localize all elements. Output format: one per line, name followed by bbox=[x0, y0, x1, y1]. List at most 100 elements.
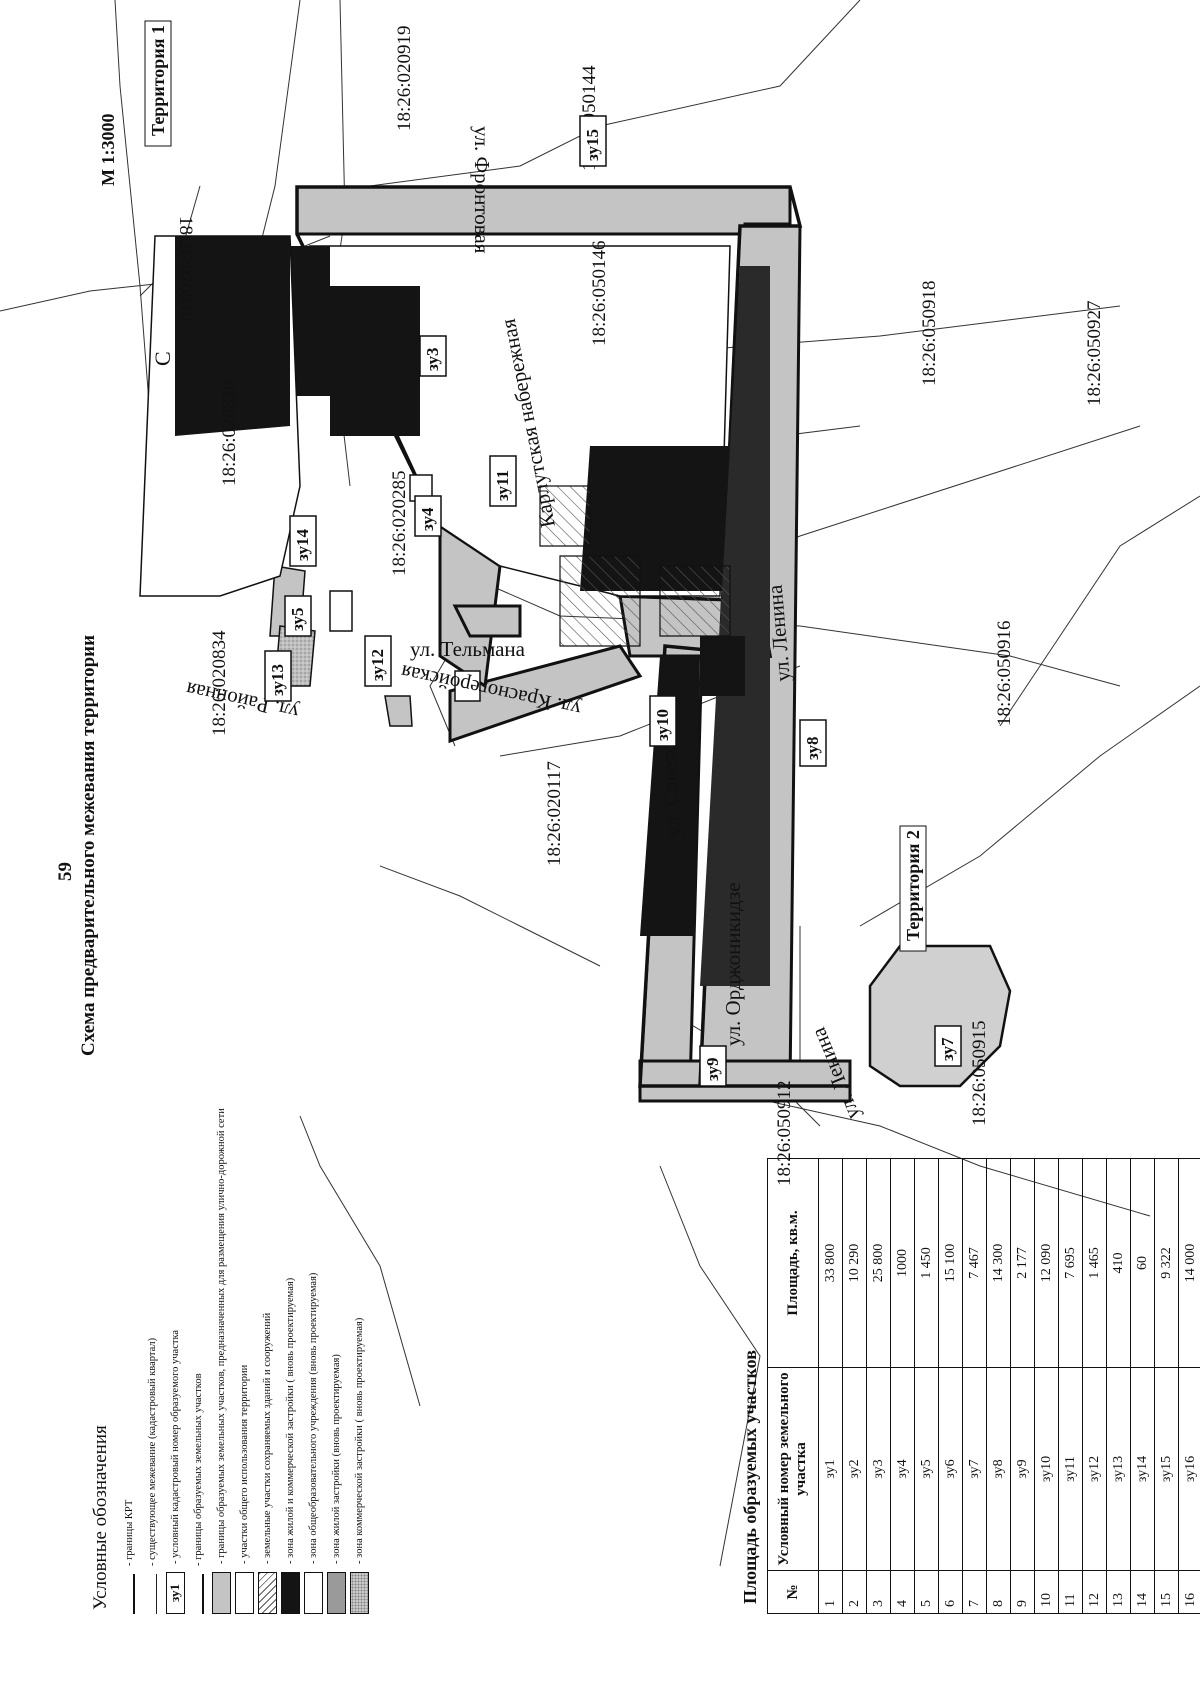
legend-title: Условные обозначения bbox=[90, 1425, 111, 1610]
table-cell: 7 bbox=[962, 1570, 987, 1614]
table-cell: 3 bbox=[866, 1570, 891, 1614]
table-header-cell: Условный номер земельного участка bbox=[767, 1367, 819, 1571]
plot-labels: зу3 зу4 зу5 зу7 зу8 зу9 зу10 зу11 зу12 з… bbox=[264, 115, 962, 1087]
table-cell: зу16 bbox=[1178, 1367, 1200, 1571]
zu7-label: зу7 bbox=[938, 1037, 957, 1061]
table-cell: зу6 bbox=[938, 1367, 963, 1571]
table-cell: 10 290 bbox=[842, 1158, 867, 1368]
table-cell: 33 800 bbox=[818, 1158, 843, 1368]
legend-swatch bbox=[148, 1574, 157, 1614]
legend-text: - земельные участки сохраняемых зданий и… bbox=[262, 1312, 273, 1564]
legend-text: - участки общего использования территори… bbox=[239, 1364, 250, 1564]
zu9-label: зу9 bbox=[703, 1058, 722, 1081]
zu11-label: зу11 bbox=[493, 470, 512, 501]
cad-050146: 18:26:050146 bbox=[589, 240, 610, 346]
table-cell: 5 bbox=[914, 1570, 939, 1614]
cad-020910: 18:26:020910 bbox=[175, 216, 196, 322]
legend-item: - участки общего использования территори… bbox=[233, 1054, 256, 1614]
table-header-cell: Площадь, кв.м. bbox=[767, 1158, 819, 1368]
cad-020919: 18:26:020919 bbox=[394, 25, 415, 131]
legend-text: - зона жилой застройки (вновь проектируе… bbox=[331, 1354, 342, 1564]
table-cell: 9 bbox=[1010, 1570, 1035, 1614]
legend-item: - земельные участки сохраняемых зданий и… bbox=[256, 1054, 279, 1614]
legend-swatch bbox=[350, 1572, 369, 1614]
zu8-label: зу8 bbox=[803, 737, 822, 760]
legend-swatch bbox=[124, 1574, 135, 1614]
legend-item: - границы КРТ bbox=[118, 1054, 141, 1614]
street-ordzhonikidze: ул. Орджоникидзе bbox=[721, 882, 745, 1046]
legend-text: - зона общеобразовательного учреждения (… bbox=[308, 1272, 319, 1564]
table-cell: 2 bbox=[842, 1570, 867, 1614]
page-number: 59 bbox=[55, 862, 76, 881]
zu14-label: зу14 bbox=[293, 529, 312, 561]
table-cell: 16 bbox=[1178, 1570, 1200, 1614]
table-header-cell: № bbox=[767, 1570, 819, 1614]
table-cell: зу9 bbox=[1010, 1367, 1035, 1571]
table-cell: 25 800 bbox=[866, 1158, 891, 1368]
cad-050912: 18:26:050912 bbox=[774, 1080, 795, 1186]
zu3-label: зу3 bbox=[423, 348, 442, 371]
table-cell: 13 bbox=[1106, 1570, 1131, 1614]
zu5-label: зу5 bbox=[288, 608, 307, 631]
legend-text: - границы образуемых земельных участков,… bbox=[216, 1108, 227, 1564]
territory-1: Территория 1 bbox=[148, 25, 168, 136]
legend-swatch bbox=[327, 1572, 346, 1614]
table-cell: зу14 bbox=[1130, 1367, 1155, 1571]
table-cell: зу7 bbox=[962, 1367, 987, 1571]
table-cell: 7 467 bbox=[962, 1158, 987, 1368]
scale-label: М 1:3000 bbox=[98, 113, 118, 186]
table-cell: 60 bbox=[1130, 1158, 1155, 1368]
cad-050918: 18:26:050918 bbox=[919, 280, 940, 386]
legend-item: - границы образуемых земельных участков,… bbox=[210, 1054, 233, 1614]
legend-item: - зона общеобразовательного учреждения (… bbox=[302, 1054, 325, 1614]
preserved-buildings bbox=[539, 485, 731, 647]
legend-text: - условный кадастровый номер образуемого… bbox=[170, 1329, 181, 1564]
legend-swatch: зу1 bbox=[166, 1572, 185, 1614]
table-cell: 1 465 bbox=[1082, 1158, 1107, 1368]
zu15-label: зу15 bbox=[583, 129, 602, 161]
table-cell: зу12 bbox=[1082, 1367, 1107, 1571]
table-cell: 14 000 bbox=[1178, 1158, 1200, 1368]
zu12-label: зу12 bbox=[368, 649, 387, 681]
legend-swatch bbox=[304, 1572, 323, 1614]
cad-020285: 18:26:020285 bbox=[389, 470, 410, 576]
zu10-label: зу10 bbox=[653, 709, 672, 741]
legend-text: - границы КРТ bbox=[124, 1499, 135, 1566]
area-table-title: Площадь образуемых участков bbox=[740, 1350, 760, 1604]
table-cell: 15 100 bbox=[938, 1158, 963, 1368]
territory-labels: Территория 1 Территория 2 bbox=[144, 20, 927, 952]
table-cell: зу3 bbox=[866, 1367, 891, 1571]
table-cell: 12 090 bbox=[1034, 1158, 1059, 1368]
legend-swatch bbox=[212, 1572, 231, 1614]
table-cell: зу1 bbox=[818, 1367, 843, 1571]
territory2-plot bbox=[868, 944, 1012, 1088]
street-frontovaya: ул. Фронтовая bbox=[470, 126, 494, 254]
table-cell: 14 bbox=[1130, 1570, 1155, 1614]
cad-050927: 18:26:050927 bbox=[1084, 300, 1105, 406]
table-cell: 1 450 bbox=[914, 1158, 939, 1368]
table-cell: 11 bbox=[1058, 1570, 1083, 1614]
table-cell: зу5 bbox=[914, 1367, 939, 1571]
table-cell: зу10 bbox=[1034, 1367, 1059, 1571]
cad-020834: 18:26:020834 bbox=[209, 630, 230, 736]
table-cell: зу13 bbox=[1106, 1367, 1131, 1571]
cad-050915: 18:26:050915 bbox=[969, 1020, 990, 1126]
legend-text: - зона жилой и коммерческой застройки ( … bbox=[285, 1277, 296, 1564]
cad-020836: 18:26:020836 bbox=[219, 380, 240, 486]
legend-item: - зона коммерческой застройки ( вновь пр… bbox=[348, 1054, 371, 1614]
